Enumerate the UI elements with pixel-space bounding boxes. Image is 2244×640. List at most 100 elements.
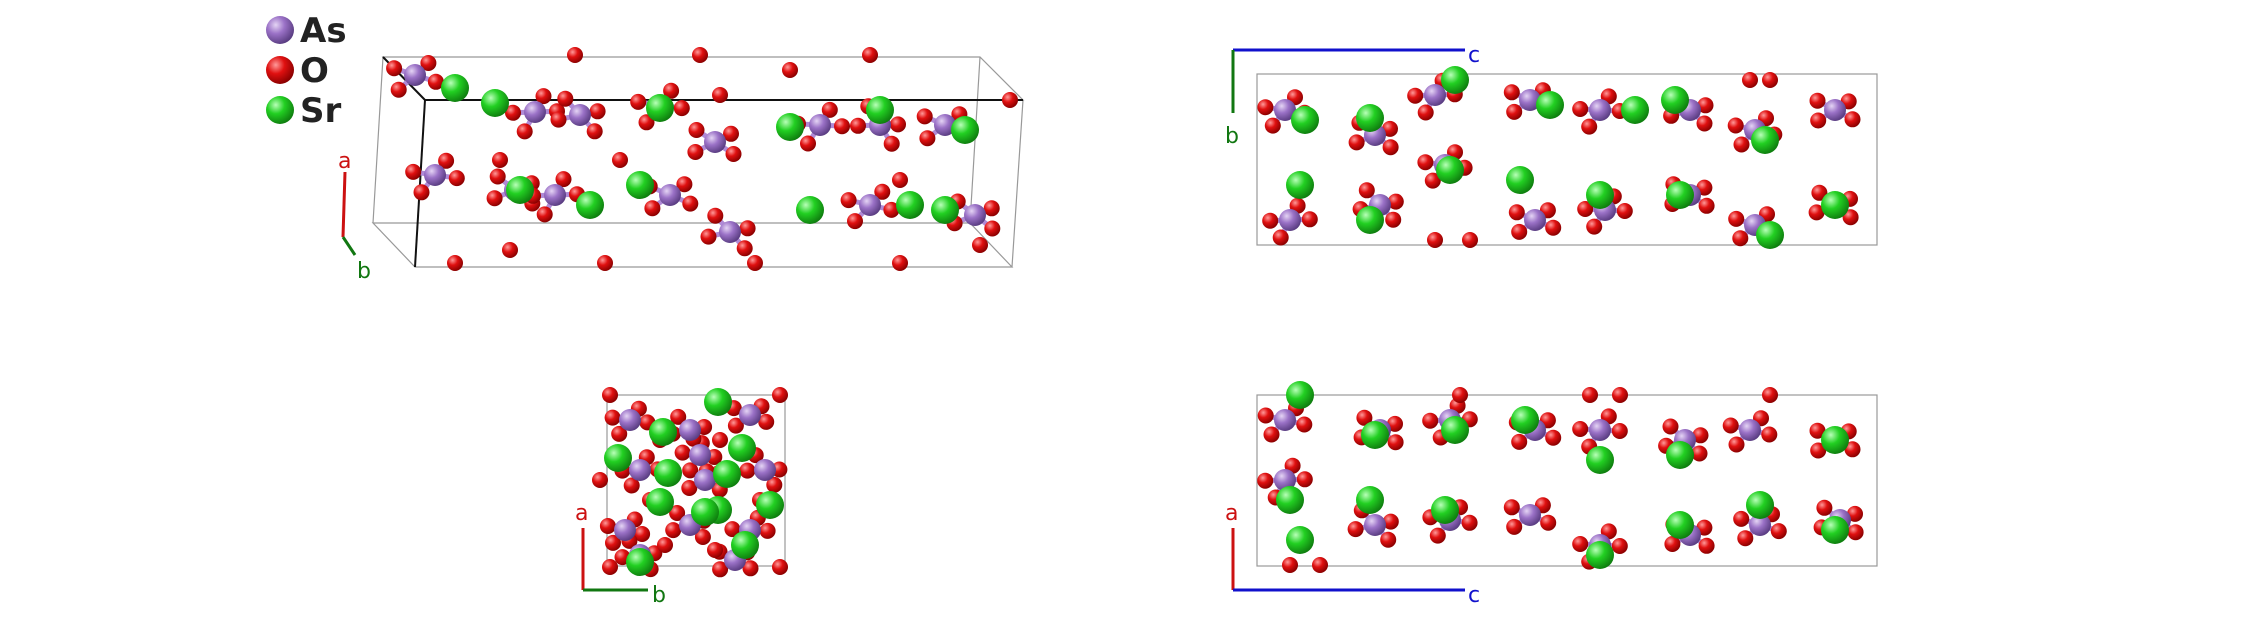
o-atom [874,183,891,200]
sr-atom [1431,496,1459,524]
o-atom [972,237,988,253]
sr-atom [796,196,824,224]
o-atom [1809,92,1826,109]
o-atom [1572,536,1589,552]
sr-atom [626,548,654,576]
o-atom [1586,218,1603,235]
o-atom [1301,211,1318,228]
sr-atom [576,191,604,219]
o-atom [638,114,655,131]
o-atom [516,123,533,140]
o-atom [663,82,680,99]
o-atom [1761,426,1778,443]
axis-label-b: b [357,259,371,284]
as-atom-icon [266,16,294,44]
as-atom [1364,514,1386,536]
as-atom [629,459,651,481]
as-atom [1739,419,1761,441]
o-atom [589,103,606,120]
sr-atom [1536,91,1564,119]
as-atom [1424,84,1446,106]
o-atom [1698,537,1715,554]
o-atom [1257,472,1274,489]
o-atom [420,55,437,71]
o-atom [567,47,583,63]
o-atom [448,170,465,187]
o-atom [592,472,608,488]
sr-atom [1666,441,1694,469]
o-atom [413,184,430,201]
as-atom [719,221,741,243]
o-atom [1002,92,1018,108]
o-atom [1417,104,1434,121]
o-atom [890,116,906,133]
o-atom [1424,172,1441,189]
o-atom [597,255,613,271]
panel-perspective: a b [338,47,1025,284]
o-atom [630,93,647,110]
sr-atom [1356,486,1384,514]
o-atom [605,534,621,551]
as-atom [1274,99,1296,121]
o-atom [1698,197,1715,214]
o-atom [438,152,455,169]
o-atom [535,88,552,105]
o-atom [736,240,753,257]
as-atom [689,444,711,466]
o-atom [1696,115,1713,132]
as-atom [424,164,446,186]
unit-cell-rect [1256,73,1878,246]
o-atom [892,172,908,188]
o-atom [1664,536,1681,552]
o-atom [1407,87,1424,104]
o-atom [847,213,863,230]
o-atom [739,220,756,237]
o-atom [1616,203,1633,219]
o-atom [1462,232,1478,248]
o-atom [1452,387,1468,403]
o-atom [669,505,686,521]
o-atom [644,200,661,217]
o-atom [1358,182,1375,199]
as-atom [694,469,716,491]
o-atom [1611,538,1628,554]
o-atom [390,81,407,98]
o-atom [840,192,857,209]
sr-atom [1586,446,1614,474]
o-atom [772,559,788,575]
as-atom [1589,419,1611,441]
o-atom [1545,429,1562,446]
legend-label-o: O [300,51,329,91]
o-atom [1427,232,1443,248]
sr-atom [441,74,469,102]
o-atom [1257,99,1274,116]
o-atom [821,101,838,118]
o-atom [670,408,687,425]
axis-label-b: b [652,583,666,608]
o-atom [1417,154,1434,171]
o-atom [1842,209,1859,226]
as-atom [704,131,726,153]
o-atom [1691,445,1708,462]
sr-atom [646,94,674,122]
sr-atom [1751,126,1779,154]
o-atom [486,190,503,207]
o-atom [1511,433,1528,450]
o-atom [1847,524,1864,541]
sr-atom [1286,171,1314,199]
sr-atom [1586,541,1614,569]
o-atom [724,521,741,538]
as-atom [1524,209,1546,231]
as-atom [614,519,636,541]
sr-atom [649,418,677,446]
o-atom [712,87,728,103]
o-atom [665,522,682,539]
sr-atom [1506,166,1534,194]
o-atom [674,444,691,461]
sr-atom [951,116,979,144]
o-atom [687,144,704,160]
legend-item-o: O [266,51,329,91]
o-atom [712,561,729,578]
sr-atom-icon [266,96,294,124]
sr-atom [1361,421,1389,449]
